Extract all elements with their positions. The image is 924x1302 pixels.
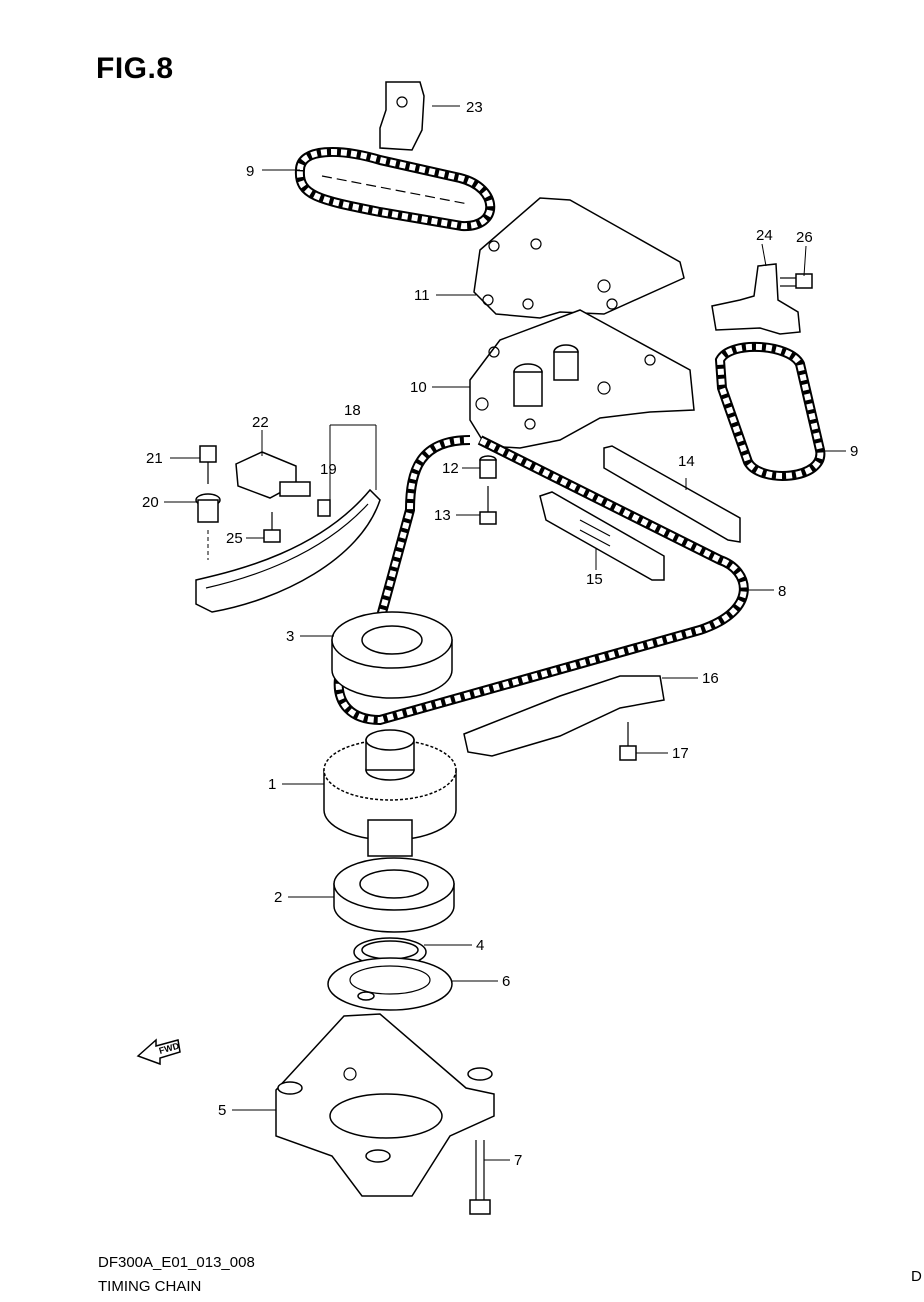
callout-24: 24	[756, 227, 773, 244]
callout-labels: 23 9 11 10 24 26 9 12 13 14 15 8 21 20 2…	[142, 99, 858, 1169]
callout-15: 15	[586, 571, 603, 588]
callout-14: 14	[678, 453, 695, 470]
callout-5: 5	[218, 1102, 226, 1119]
callout-11: 11	[414, 287, 430, 304]
part-11-gasket	[473, 197, 685, 319]
callout-2: 2	[274, 889, 282, 906]
callout-13: 13	[434, 507, 451, 524]
callout-23: 23	[466, 99, 483, 116]
callout-21: 21	[146, 450, 163, 467]
callout-18: 18	[344, 402, 361, 419]
part-9-upper-chain	[294, 147, 496, 232]
part-24-chain-clip	[711, 263, 801, 335]
callout-6: 6	[502, 973, 510, 990]
part-15-chain-guide	[539, 491, 665, 581]
callout-20: 20	[142, 494, 159, 511]
part-12-dowel	[479, 455, 497, 479]
diagram-name: TIMING CHAIN	[98, 1278, 202, 1295]
part-22-tensioner	[235, 451, 311, 499]
part-14-chain-guide	[603, 445, 741, 543]
part-23-chain-clip	[379, 81, 425, 151]
part-13-bolt	[479, 486, 497, 525]
part-26-bolt	[780, 273, 813, 289]
part-2-bearing	[333, 857, 455, 933]
callout-1: 1	[268, 776, 276, 793]
callout-16: 16	[702, 670, 719, 687]
callout-3: 3	[286, 628, 294, 645]
part-1-drive-gear	[323, 729, 457, 857]
part-6-plate	[327, 957, 453, 1011]
callout-9-right: 9	[850, 443, 858, 460]
part-21-bolt	[199, 445, 217, 484]
callout-8: 8	[778, 583, 786, 600]
part-20-collar	[195, 493, 221, 523]
corner-mark: D	[911, 1268, 922, 1285]
part-8-timing-chain	[333, 435, 749, 726]
callout-17: 17	[672, 745, 689, 762]
callout-19: 19	[320, 461, 337, 478]
callout-9-upper: 9	[246, 163, 254, 180]
leader-lines	[164, 105, 846, 1161]
part-19-pin	[317, 499, 331, 517]
part-10-head-block	[469, 309, 695, 449]
callout-4: 4	[476, 937, 484, 954]
part-16-chain-guide	[463, 675, 665, 757]
callout-12: 12	[442, 460, 459, 477]
callout-10: 10	[410, 379, 427, 396]
part-25-bolt	[263, 512, 281, 543]
part-18-tensioner-arm	[195, 488, 381, 613]
part-17-bolt	[619, 722, 637, 761]
fwd-arrow-icon: FWD	[136, 1038, 181, 1066]
diagram-code: DF300A_E01_013_008	[98, 1254, 255, 1271]
part-9-right-chain	[714, 341, 826, 481]
part-3-bearing	[331, 611, 453, 699]
part-7-bolt	[469, 1140, 491, 1215]
callout-7: 7	[514, 1152, 522, 1169]
callout-22: 22	[252, 414, 269, 431]
part-5-housing	[275, 1013, 495, 1197]
callout-26: 26	[796, 229, 813, 246]
callout-25: 25	[226, 530, 243, 547]
figure-title: FIG.8	[96, 52, 174, 85]
